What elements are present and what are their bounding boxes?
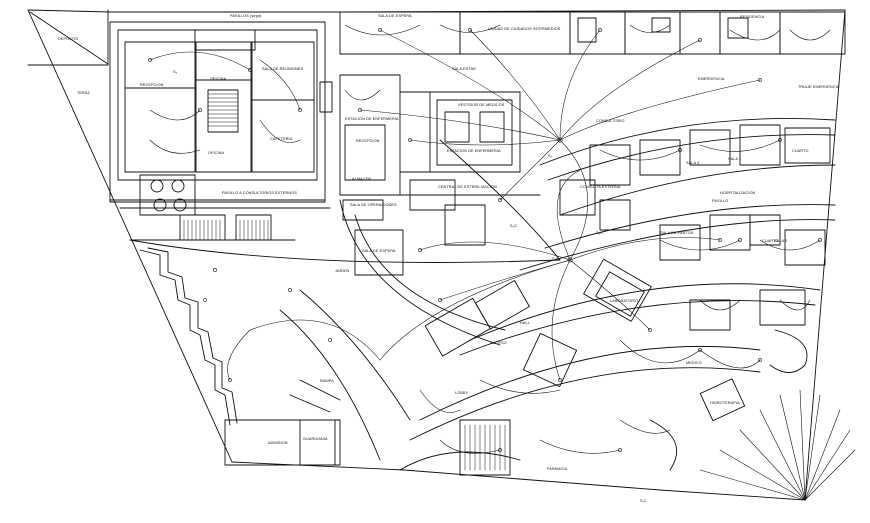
- label-circuit-3: S₃C: [510, 224, 518, 228]
- label-hidro: HIDROTERAPIA: [710, 401, 740, 405]
- label-vestidor: VESTIDOR DE MEDICOS: [458, 103, 505, 107]
- label-sala-juntas: SALA DE REUNIONES: [262, 67, 304, 71]
- label-farmacia: FARMACIA: [547, 467, 568, 471]
- label-room-3: SALA 3: [686, 161, 700, 165]
- fixture-symbols: [148, 28, 822, 452]
- label-estacion: ESTACION DE ENFERMERIA: [345, 117, 399, 121]
- label-banos-top: PASILLOS (segn): [230, 14, 262, 18]
- label-hospitalizacion: HOSPITALIZACION: [720, 191, 756, 195]
- label-guard: GUARDIANIA: [303, 437, 328, 441]
- label-pasillo-curvo: PASILLO: [712, 199, 729, 203]
- admin-building: [109, 21, 333, 241]
- wing-rooms: [224, 124, 831, 476]
- label-room-2: SALA 2: [774, 239, 788, 243]
- label-circuit-6: S₆C: [596, 231, 604, 235]
- label-cuarto-2: CUARTO: [792, 149, 809, 153]
- label-sala-operaciones: SALA DE OPERACIONES: [350, 203, 397, 207]
- label-acceso: ACCESO: [490, 341, 507, 345]
- label-recepcion-left: RECEPCION: [140, 83, 164, 87]
- label-circuit-2: S₂: [548, 154, 553, 158]
- label-central-esterilizacion: CENTRAL DE ESTERILIZACION: [438, 185, 497, 189]
- label-sala-espera-b: SALA DE ESPERA: [362, 249, 396, 253]
- label-lobby: LOBBY: [455, 391, 469, 395]
- radial-fan: [699, 389, 856, 501]
- label-estacion-2: ESTACION DE ENFERMERIA: [447, 149, 501, 153]
- label-emergencia-1: EMERGENCIA: [698, 77, 725, 81]
- label-emergencia-2: TRIAJE EMERGENCIA: [798, 85, 840, 89]
- label-rampa: RAMPA: [320, 379, 334, 383]
- label-sala-top-2: UNIDAD DE CUIDADOS INTERMEDIOS: [488, 27, 561, 31]
- label-circuit-5: S₅: [173, 70, 178, 74]
- label-lab: LABORATORIO: [610, 299, 639, 303]
- label-cons-ext: CONSULTA EXTERNA: [580, 185, 621, 189]
- label-room-1: SALA 1: [728, 157, 742, 161]
- label-cafeteria: CAFETERIA: [270, 137, 293, 141]
- central-block: [339, 74, 541, 276]
- label-jardin: JARDIN: [335, 269, 350, 273]
- label-pasillo-exterior: PASILLO A CONSULTORIOS EXTERNOS: [222, 191, 297, 195]
- circuit-wiring: [149, 24, 831, 454]
- label-circuit-1: S₁C: [640, 499, 647, 503]
- left-wall-detail: [139, 247, 238, 426]
- label-consultorio: CONSULTORIO: [596, 119, 625, 123]
- label-hall: HALL: [520, 321, 530, 325]
- label-oficina-a: OFICINA: [210, 77, 227, 81]
- label-sala-parto: SALA DE PARTOS: [660, 231, 694, 235]
- label-cuarto-1: CUARTO: [762, 239, 779, 243]
- label-medico: MEDICO: [686, 361, 702, 365]
- top-rooms: [339, 11, 846, 55]
- label-almacen: ALMACEN: [352, 177, 372, 181]
- label-residencia: RESIDENCIA: [740, 15, 765, 19]
- label-circuit-4: S₄C: [552, 257, 560, 261]
- label-sala-top-1: SALA DE ESPERA: [378, 14, 412, 18]
- label-recepcion-mid: RECEPCION: [356, 139, 380, 143]
- label-sala-estar: SALA ESTAR: [452, 67, 476, 71]
- label-terraza: TERAZ: [77, 91, 90, 95]
- label-oficina-b: OFICINA: [208, 151, 225, 155]
- label-admin: ADMISION: [268, 441, 288, 445]
- label-deposito: DEPOSITO: [58, 37, 79, 41]
- curved-wings: [129, 118, 836, 471]
